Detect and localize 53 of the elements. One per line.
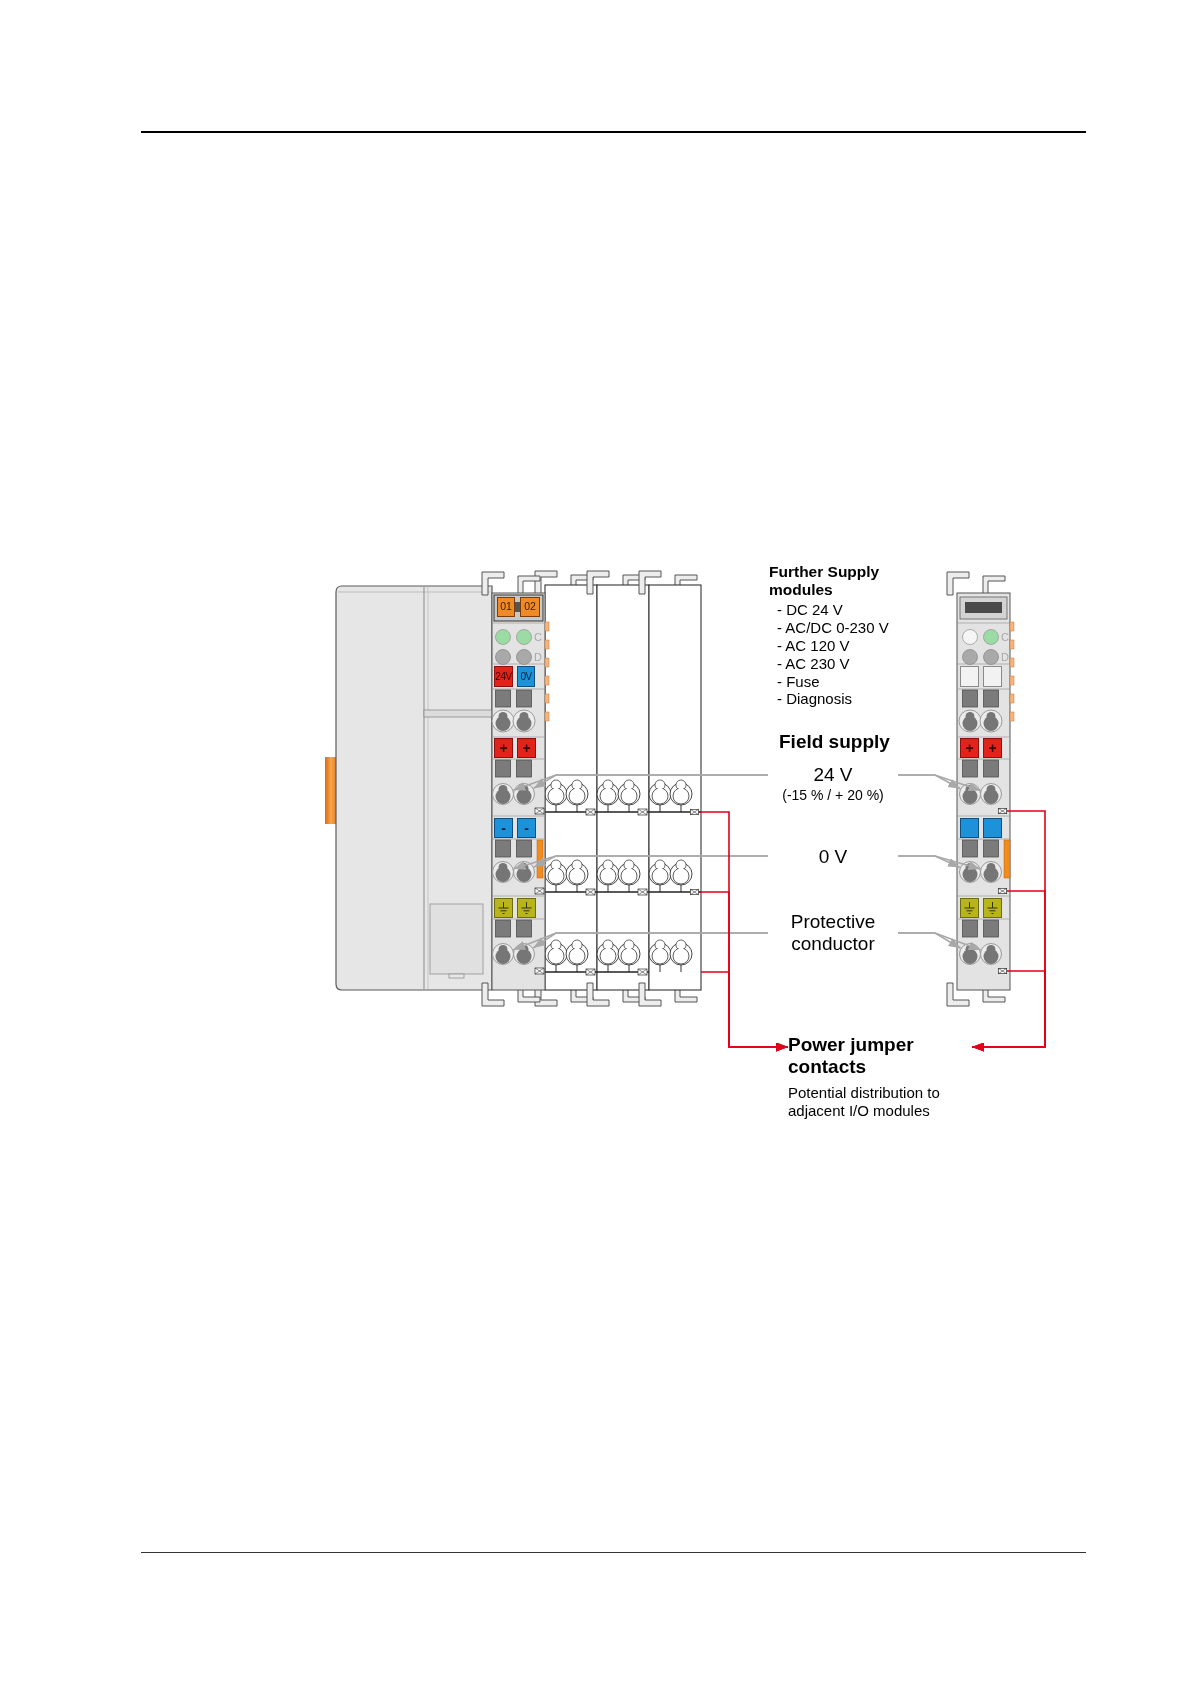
callout-heading: Power jumper contacts xyxy=(788,1034,915,1078)
tolerance-note: (-15 % / + 20 %) xyxy=(782,786,884,804)
jumper-contact xyxy=(689,808,700,816)
terminal-marker: + xyxy=(494,738,513,758)
voltage-label: 0 V xyxy=(818,846,848,868)
leader-line xyxy=(533,855,769,868)
jumper-contact xyxy=(998,888,1007,894)
list-item: - Fuse xyxy=(777,673,820,690)
leader-line xyxy=(700,971,789,1052)
spring-clamp xyxy=(513,861,535,883)
voltage-label: 24 V xyxy=(813,764,853,786)
callout-description: Potential distribution to adjacent I/O modules xyxy=(788,1084,941,1120)
spring-clamp xyxy=(513,783,535,805)
leader-line xyxy=(897,855,982,870)
leader-line xyxy=(897,774,982,792)
spring-clamp xyxy=(492,861,514,883)
conductor-label: Protective conductor xyxy=(789,911,877,955)
list-item: - AC/DC 0-230 V xyxy=(777,619,889,636)
terminal-marker: 24V xyxy=(494,666,513,687)
led-label: D xyxy=(1001,650,1009,664)
terminal-marker: - xyxy=(517,818,536,838)
jumper-contact xyxy=(998,808,1007,814)
terminal-marker: + xyxy=(960,738,979,758)
list-item: - DC 24 V xyxy=(777,601,843,618)
terminal-marker: - xyxy=(494,818,513,838)
spring-clamp xyxy=(959,943,981,965)
terminal-marker: + xyxy=(517,738,536,758)
list-item: - AC 230 V xyxy=(777,655,850,672)
led-label: D xyxy=(534,650,542,664)
spring-clamp xyxy=(959,861,981,883)
terminal-marker: 0V xyxy=(517,666,535,687)
channel-marker: 01 xyxy=(497,597,515,617)
jumper-contact xyxy=(689,888,700,896)
led-label: C xyxy=(1001,630,1009,644)
leader-line xyxy=(532,932,769,949)
leader-line xyxy=(532,774,769,790)
section-heading: Further Supply modules xyxy=(769,563,881,599)
spring-clamp xyxy=(980,943,1002,965)
channel-marker: 02 xyxy=(520,597,540,617)
leader-line xyxy=(897,932,982,951)
list-item: - AC 120 V xyxy=(777,637,850,654)
section-heading: Field supply xyxy=(779,731,890,753)
led-label: C xyxy=(534,630,542,644)
spring-clamp xyxy=(959,783,981,805)
spring-clamp xyxy=(980,783,1002,805)
spring-clamp xyxy=(513,943,535,965)
jumper-contact xyxy=(998,968,1007,974)
spring-clamp xyxy=(492,783,514,805)
list-item: - Diagnosis xyxy=(777,690,853,707)
leader-line xyxy=(971,970,1046,1052)
spring-clamp xyxy=(492,943,514,965)
spring-clamp xyxy=(980,861,1002,883)
terminal-marker: + xyxy=(983,738,1002,758)
